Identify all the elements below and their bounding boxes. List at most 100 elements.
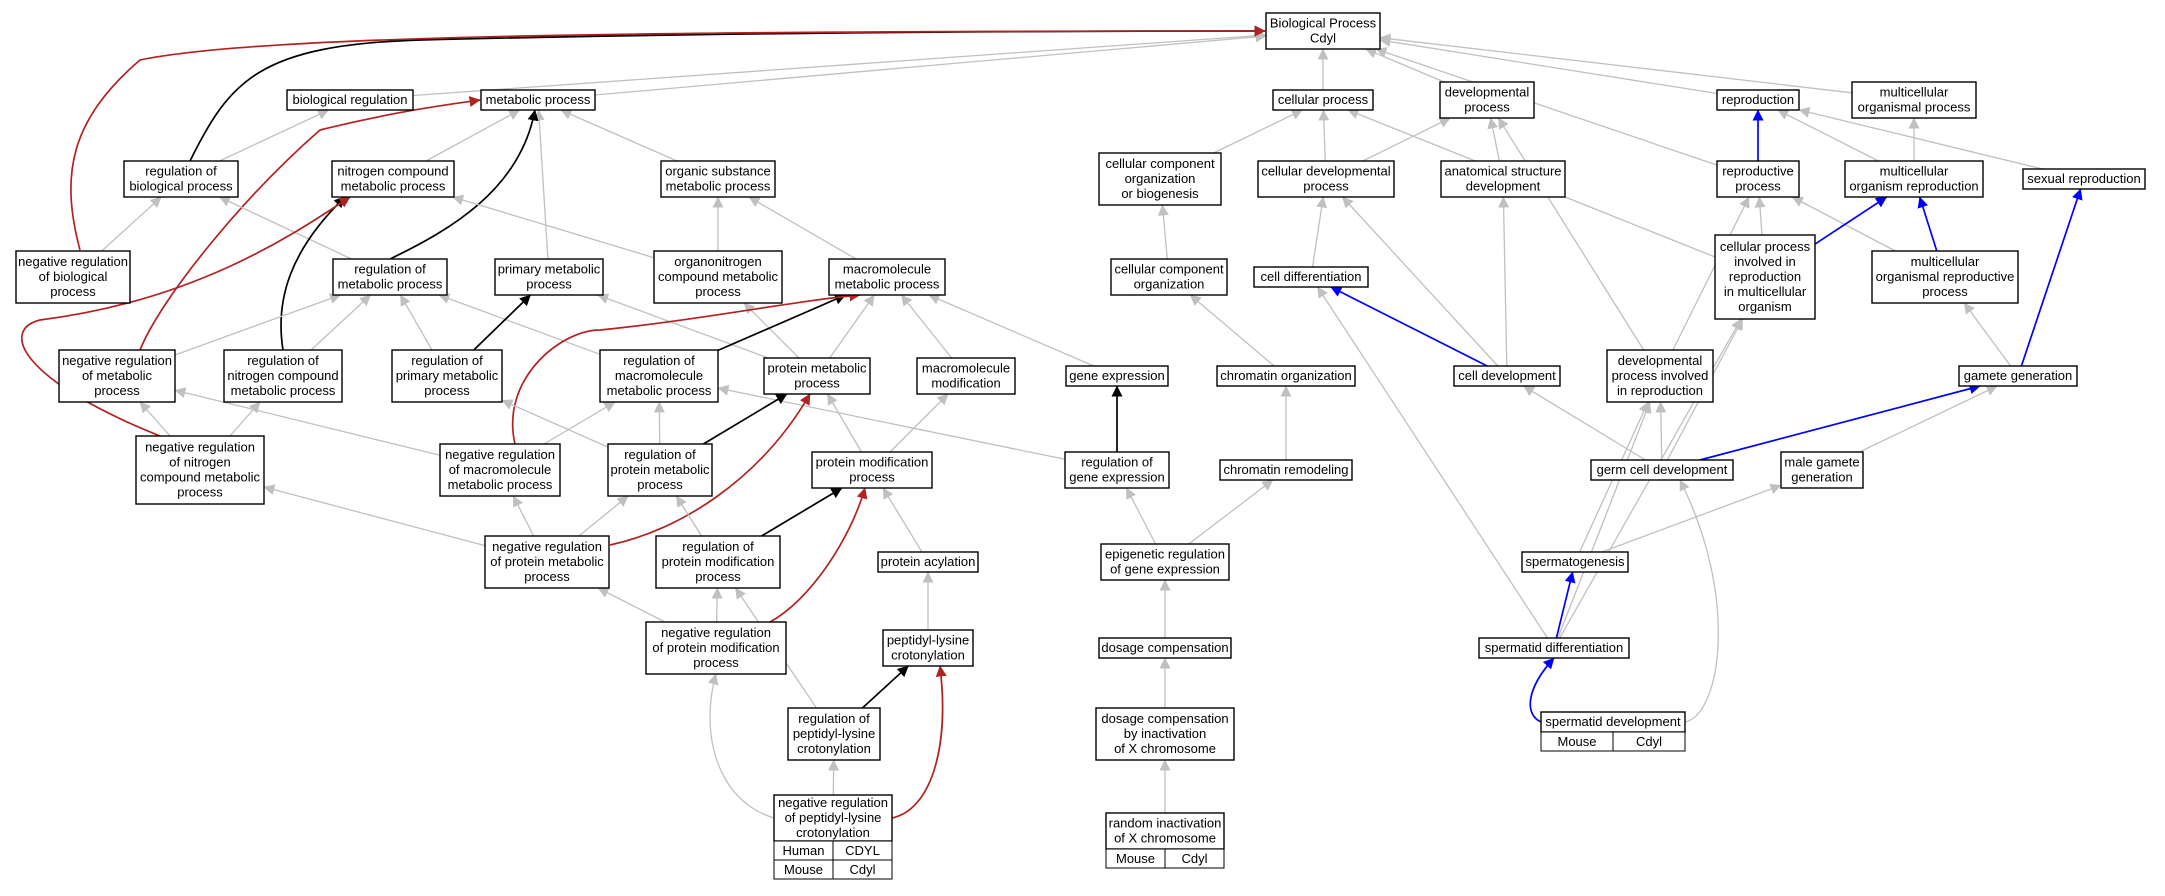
go-term-node-sexrepro[interactable]: sexual reproduction bbox=[2022, 168, 2146, 190]
go-term-node-geneexp[interactable]: gene expression bbox=[1065, 365, 1169, 387]
go-term-label-line: metabolic process bbox=[448, 477, 553, 492]
edge-reproproc-to-bp bbox=[1375, 47, 1718, 166]
edge-celldev-to-devproc bbox=[1362, 117, 1451, 162]
go-term-node-germ[interactable]: germ cell development bbox=[1590, 459, 1734, 481]
edge-devrepro-to-reproproc bbox=[1672, 196, 1750, 351]
edge-multireproproc-to-reproproc bbox=[1791, 196, 1896, 252]
go-term-label-line: chromatin organization bbox=[1220, 368, 1352, 383]
go-term-box bbox=[1098, 152, 1222, 206]
go-term-label-line: organonitrogen bbox=[674, 254, 761, 269]
go-term-node-repro[interactable]: reproduction bbox=[1716, 89, 1800, 111]
go-term-label-line: metabolic process bbox=[607, 383, 712, 398]
go-term-node-gamete[interactable]: gamete generation bbox=[1958, 365, 2078, 387]
go-term-node-cellproc[interactable]: cellular process bbox=[1272, 89, 1374, 111]
go-term-node-regpep[interactable]: regulation ofpeptidyl-lysinecrotonylatio… bbox=[787, 707, 881, 761]
go-term-label-line: dosage compensation bbox=[1101, 640, 1228, 655]
go-term-node-bioreg[interactable]: biological regulation bbox=[286, 89, 414, 111]
go-term-node-celldiff[interactable]: cell differentiation bbox=[1253, 266, 1369, 288]
go-term-label-line: regulation of bbox=[1081, 455, 1153, 470]
go-term-box bbox=[877, 551, 979, 573]
go-term-label-line: regulation of bbox=[354, 262, 426, 277]
go-term-label-line: process bbox=[695, 569, 741, 584]
go-term-box bbox=[787, 707, 881, 761]
edge-negnitro-to-nitro bbox=[21, 196, 351, 437]
go-term-label-line: regulation of bbox=[798, 711, 870, 726]
go-term-label-line: protein modification bbox=[816, 455, 929, 470]
annotation-species-cell: Mouse bbox=[1540, 731, 1614, 752]
go-term-node-chromorg[interactable]: chromatin organization bbox=[1216, 365, 1356, 387]
go-term-label-line: organization bbox=[1134, 277, 1205, 292]
go-term-box bbox=[1780, 451, 1864, 489]
edge-regprotmod-to-protmod bbox=[761, 487, 843, 537]
go-term-node-spermato[interactable]: spermatogenesis bbox=[1521, 551, 1629, 573]
go-term-node-spermdiff[interactable]: spermatid differentiation bbox=[1478, 637, 1630, 659]
go-term-label-line: process bbox=[524, 569, 570, 584]
go-term-label-line: macromolecule bbox=[615, 368, 703, 383]
go-term-node-metproc[interactable]: metabolic process bbox=[480, 89, 596, 111]
go-term-node-chromrem[interactable]: chromatin remodeling bbox=[1219, 459, 1353, 481]
annotation-species-cell: Mouse bbox=[1105, 848, 1166, 869]
go-term-label-line: or biogenesis bbox=[1121, 186, 1199, 201]
go-term-label-line: of gene expression bbox=[1110, 562, 1220, 577]
go-term-label-line: process bbox=[849, 470, 895, 485]
go-term-node-protacyl[interactable]: protein acylation bbox=[877, 551, 979, 573]
edge-devrepro-to-devproc bbox=[1497, 117, 1645, 351]
go-term-box bbox=[1439, 81, 1535, 119]
go-term-node-dosage[interactable]: dosage compensation bbox=[1098, 637, 1232, 659]
go-term-box bbox=[1110, 258, 1228, 296]
go-term-label-line: male gamete bbox=[1784, 455, 1859, 470]
edge-cellde-to-celldev bbox=[1342, 196, 1499, 367]
go-term-node-cellde[interactable]: cell development bbox=[1453, 365, 1561, 387]
go-term-label-line: generation bbox=[1791, 470, 1852, 485]
edge-regprimmet-to-regmet bbox=[399, 294, 433, 351]
edge-negpep-to-peptidyl bbox=[891, 665, 947, 819]
edge-negprotmod-to-negprot bbox=[597, 587, 666, 623]
go-term-label-line: sexual reproduction bbox=[2027, 171, 2140, 186]
edge-germ-to-devrepro bbox=[1655, 401, 1667, 461]
go-term-label-line: protein acylation bbox=[881, 554, 976, 569]
go-term-label-line: compound metabolic bbox=[658, 269, 778, 284]
go-term-label-line: random inactivation bbox=[1109, 816, 1222, 831]
